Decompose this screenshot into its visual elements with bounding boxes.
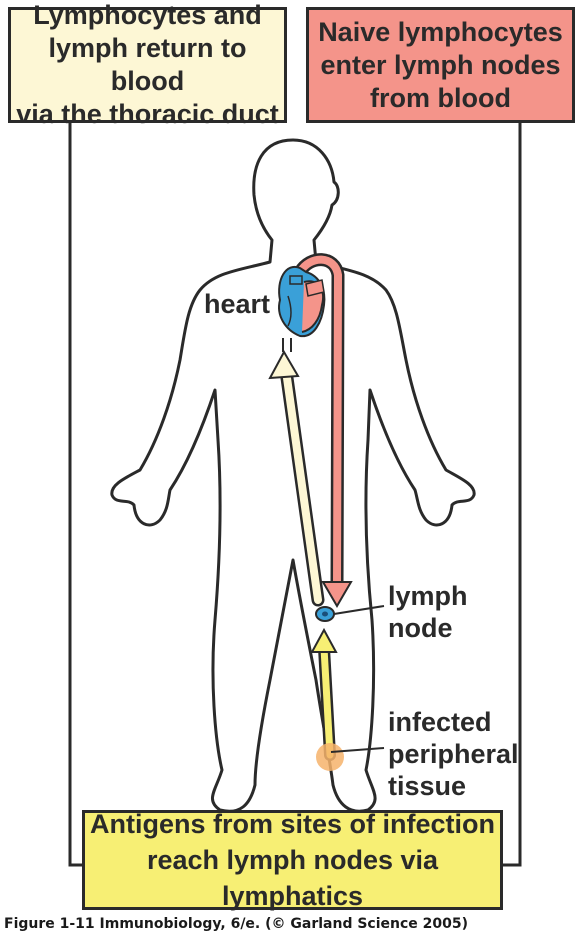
infection-site [316, 743, 344, 771]
blood-vessel-fill [296, 255, 343, 589]
lymph-vessel-leg-fill [320, 644, 334, 759]
connector-left-line [68, 123, 82, 867]
heart-label: heart [204, 289, 271, 319]
lymph-arrowhead-lower [310, 627, 338, 653]
lymph-node-core [322, 611, 328, 617]
figure-caption: Figure 1-11 Immunobiology, 6/e. (© Garla… [4, 916, 469, 932]
infection-pointer [330, 747, 385, 753]
naive-lymphocytes-box: Naive lymphocytes enter lymph nodes from… [306, 7, 575, 123]
infected-tissue-label: infected peripheral tissue [388, 707, 519, 801]
blood-arrowhead [321, 581, 353, 608]
lymph-node-label: lymph node [388, 581, 468, 643]
heart-icon [278, 265, 326, 338]
thoracic-duct-box: Lymphocytes and lymph return to blood vi… [8, 0, 287, 129]
thoracic-duct-arrowhead [268, 349, 300, 380]
connector-right-line [503, 123, 522, 867]
body-outline [110, 138, 476, 813]
antigens-box: Antigens from sites of infection reach l… [82, 809, 503, 911]
duct-to-heart [282, 338, 292, 352]
lymph-node-pointer [333, 605, 385, 615]
thoracic-duct-fill [283, 374, 322, 604]
